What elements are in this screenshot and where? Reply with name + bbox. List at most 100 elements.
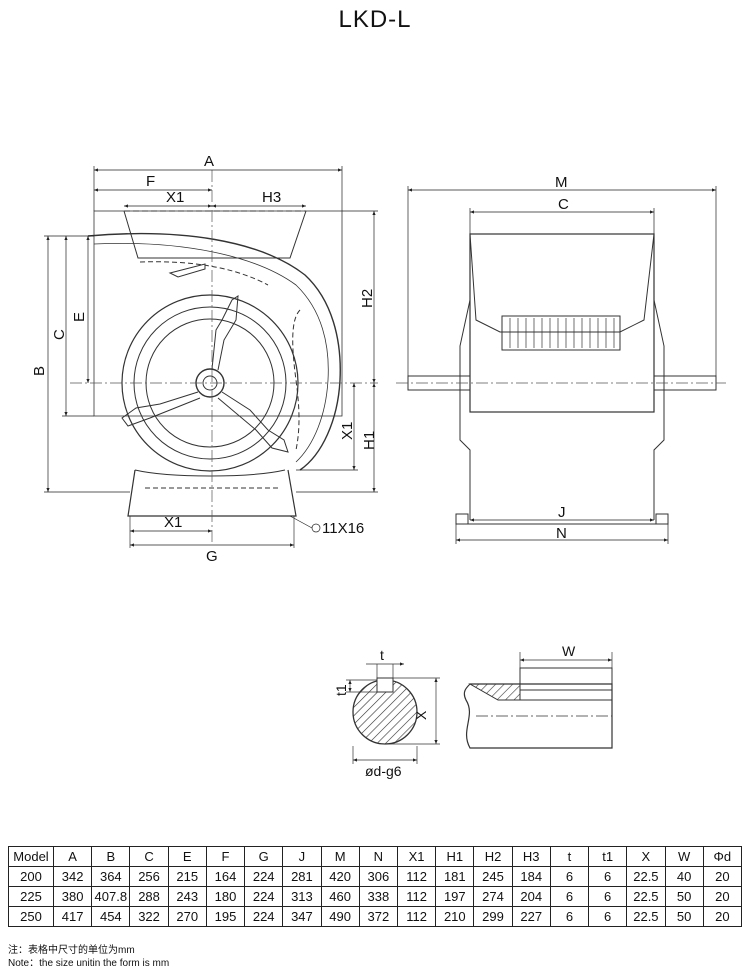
key-hatch-left: [468, 683, 521, 701]
table-cell: 454: [91, 906, 131, 927]
right-side-plate: [653, 299, 665, 520]
column-header: t: [549, 846, 590, 867]
table-cell: 270: [167, 906, 207, 927]
motor-spoke-right: [217, 391, 289, 453]
dim-label-n: N: [556, 525, 567, 542]
dim-label-c-side: C: [558, 196, 569, 213]
table-cell: 112: [396, 886, 437, 907]
dim-label-m: M: [555, 174, 568, 191]
front-labels: A F X1 H3 B C E H2 X1 H1 X1 G 11X16: [31, 153, 378, 565]
table-cell: 210: [435, 906, 475, 927]
table-cell: 274: [473, 886, 513, 907]
table-cell: 338: [358, 886, 398, 907]
dim-label-hole: 11X16: [322, 520, 364, 537]
note-english: Note：the size unitin the form is mm: [8, 958, 170, 969]
side-dimensions: [407, 186, 717, 544]
column-header: M: [320, 846, 360, 867]
technical-drawing: A F X1 H3 B C E H2 X1 H1 X1 G 11X16: [31, 153, 726, 779]
casing-outline: [93, 210, 343, 417]
table-cell: 164: [205, 866, 246, 887]
foot-left: [455, 513, 469, 525]
table-cell: 22.5: [626, 866, 666, 887]
dim-label-w: W: [562, 643, 576, 659]
table-cell: 372: [358, 906, 398, 927]
housing-body: [469, 233, 655, 413]
column-header: C: [129, 846, 169, 867]
column-header: Φd: [702, 846, 743, 867]
shaft-section-labels: t t1 X ød-g6: [333, 647, 429, 779]
dim-label-g: G: [206, 548, 218, 565]
cutoff-hidden-line: [292, 309, 301, 451]
dim-label-e: E: [71, 312, 88, 322]
table-cell: 184: [511, 866, 551, 887]
front-view: [87, 210, 343, 548]
table-cell: 245: [473, 866, 513, 887]
dim-label-x1-right: X1: [339, 422, 356, 440]
dim-label-x: X: [413, 710, 429, 720]
shaft-body: [463, 683, 613, 749]
table-cell: 6: [549, 886, 590, 907]
hole-symbol-icon: [311, 523, 321, 533]
drawing-title: LKD-L: [338, 6, 412, 33]
volute-scroll: [87, 232, 341, 471]
column-header: G: [244, 846, 284, 867]
table-cell: 306: [358, 866, 398, 887]
table-cell: 225: [8, 886, 54, 907]
column-header: X: [626, 846, 666, 867]
flow-arrow-icon: [168, 263, 206, 278]
table-cell: 460: [320, 886, 360, 907]
outlet-taper: [469, 233, 655, 333]
table-cell: 22.5: [626, 886, 666, 907]
column-header: A: [52, 846, 93, 867]
key-block: [519, 667, 613, 691]
column-header: Model: [8, 846, 54, 867]
table-cell: 347: [282, 906, 322, 927]
table-cell: 6: [549, 866, 590, 887]
dim-label-b: B: [31, 366, 48, 376]
table-cell: 20: [702, 866, 743, 887]
outlet-frame: [123, 210, 307, 259]
table-cell: 322: [129, 906, 169, 927]
foot-right: [655, 513, 669, 525]
table-cell: 313: [282, 886, 322, 907]
table-cell: 256: [129, 866, 169, 887]
table-cell: 224: [244, 906, 284, 927]
dim-label-shaft: ød-g6: [365, 763, 402, 779]
dim-label-x1-top: X1: [166, 189, 184, 206]
column-header: H2: [473, 846, 513, 867]
table-cell: 204: [511, 886, 551, 907]
dim-label-a: A: [204, 153, 214, 170]
notes: 注：表格中尺寸的单位为mm Note：the size unitin the f…: [8, 944, 169, 970]
column-header: E: [167, 846, 207, 867]
table-cell: 6: [588, 886, 628, 907]
dim-label-h3: H3: [262, 189, 281, 206]
table-cell: 181: [435, 866, 475, 887]
column-header: N: [358, 846, 398, 867]
side-labels: M C J N: [555, 174, 569, 542]
table-cell: 299: [473, 906, 513, 927]
dim-label-t: t: [380, 647, 384, 663]
table-cell: 490: [320, 906, 360, 927]
table-cell: 243: [167, 886, 207, 907]
table-cell: 250: [8, 906, 54, 927]
dim-label-c: C: [51, 329, 68, 340]
table-cell: 6: [549, 906, 590, 927]
table-cell: 20: [702, 886, 743, 907]
table-cell: 195: [205, 906, 246, 927]
volute-inner: [93, 243, 329, 463]
front-dimensions: [44, 166, 378, 547]
dim-label-h2: H2: [359, 289, 376, 308]
column-header: B: [91, 846, 131, 867]
table-cell: 342: [52, 866, 93, 887]
note-chinese: 注：表格中尺寸的单位为mm: [8, 945, 135, 956]
table-cell: 288: [129, 886, 169, 907]
left-side-plate: [459, 299, 471, 520]
table-cell: 364: [91, 866, 131, 887]
column-header: H1: [435, 846, 475, 867]
table-cell: 417: [52, 906, 93, 927]
table-cell: 380: [52, 886, 93, 907]
